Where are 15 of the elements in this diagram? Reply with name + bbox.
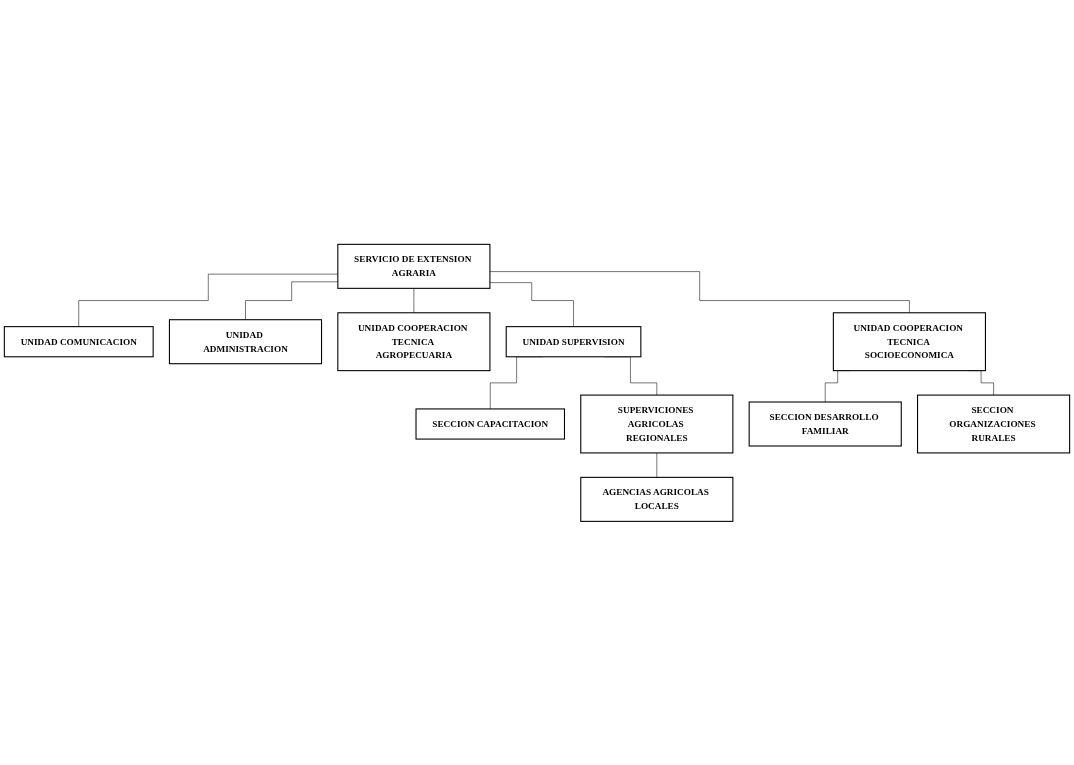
node-box: UNIDAD ADMINISTRACION	[168, 318, 323, 364]
connector	[489, 270, 910, 313]
node-box: SUPERVICIONES AGRICOLAS REGIONALES	[580, 394, 734, 454]
node-box: SECCION DESARROLLO FAMILIAR	[748, 401, 902, 447]
node-box: UNIDAD COMUNICACION	[3, 325, 154, 357]
node-box: SERVICIO DE EXTENSION AGRARIA	[337, 243, 491, 289]
node-box: SECCION ORGANIZACIONES RURALES	[917, 394, 1071, 454]
node-box: SECCION CAPACITACION	[415, 408, 566, 440]
node-box: UNIDAD COOPERACION TECNICA SOCIOECONOMICA	[832, 311, 986, 371]
connector	[413, 287, 415, 313]
node-box: UNIDAD COOPERACION TECNICA AGROPECUARIA	[337, 311, 491, 371]
node-box: UNIDAD SUPERVISION	[505, 325, 642, 357]
connector	[656, 452, 658, 478]
connector	[489, 282, 574, 327]
node-box: AGENCIAS AGRICOLAS LOCALES	[580, 476, 734, 522]
